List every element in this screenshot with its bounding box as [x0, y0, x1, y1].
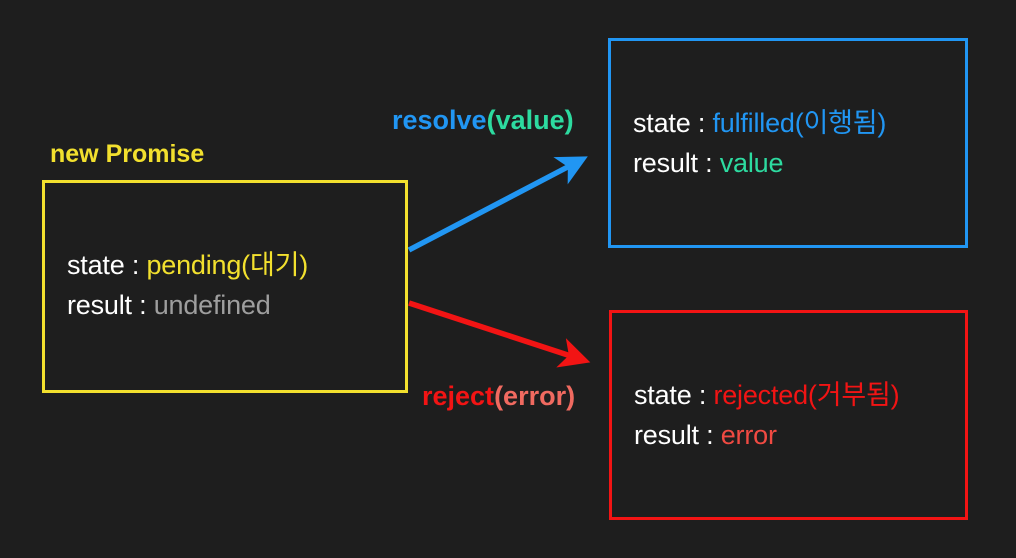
reject-arrow-label: reject(error): [422, 381, 575, 412]
resolve-function-name: resolve: [392, 105, 487, 135]
fulfilled-result-value: value: [719, 148, 784, 178]
rejected-state-box: state : rejected(거부됨) result : error: [609, 310, 968, 520]
new-promise-label: new Promise: [50, 140, 205, 168]
rejected-result-label: result :: [634, 420, 721, 450]
rejected-result-row: result : error: [634, 415, 964, 455]
resolve-arrow: [407, 156, 588, 253]
pending-state-row: state : pending(대기): [67, 245, 397, 285]
pending-state-label: state :: [67, 250, 147, 280]
fulfilled-rows: state : fulfilled(이행됨) result : value: [633, 103, 963, 183]
fulfilled-result-label: result :: [633, 148, 720, 178]
fulfilled-state-row: state : fulfilled(이행됨): [633, 103, 963, 143]
pending-state-box: state : pending(대기) result : undefined: [42, 180, 408, 393]
rejected-rows: state : rejected(거부됨) result : error: [634, 375, 964, 455]
rejected-state-value: rejected(거부됨): [713, 380, 900, 410]
rejected-state-label: state :: [634, 380, 714, 410]
fulfilled-result-row: result : value: [633, 143, 963, 183]
pending-result-value: undefined: [153, 290, 271, 320]
reject-function-name: reject: [422, 381, 495, 411]
reject-argument: (error): [494, 381, 576, 411]
fulfilled-state-label: state :: [633, 108, 713, 138]
reject-arrow: [408, 300, 591, 368]
resolve-argument: (value): [486, 105, 574, 135]
fulfilled-state-box: state : fulfilled(이행됨) result : value: [608, 38, 968, 248]
pending-result-row: result : undefined: [67, 285, 397, 325]
fulfilled-state-value: fulfilled(이행됨): [712, 108, 887, 138]
resolve-arrow-label: resolve(value): [392, 105, 574, 136]
rejected-state-row: state : rejected(거부됨): [634, 375, 964, 415]
pending-rows: state : pending(대기) result : undefined: [67, 245, 397, 325]
rejected-result-value: error: [720, 420, 777, 450]
pending-result-label: result :: [67, 290, 154, 320]
pending-state-value: pending(대기): [146, 250, 309, 280]
